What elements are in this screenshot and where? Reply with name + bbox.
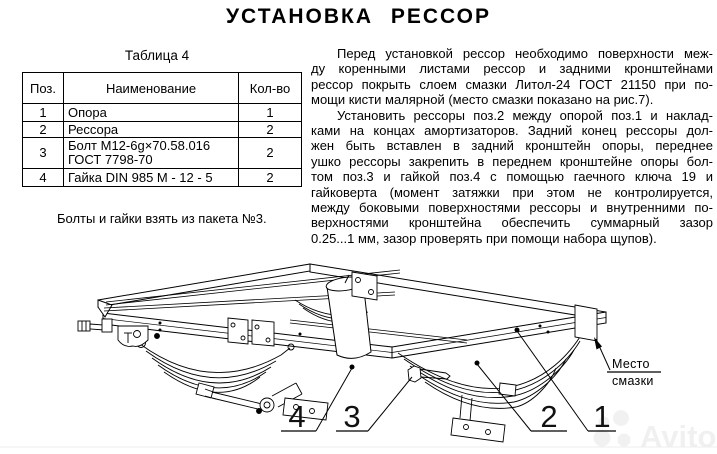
cell-pos: 3: [22, 137, 64, 169]
parts-table: Поз. Наименование Кол-во 1 Опора 1 2 Рес…: [22, 72, 302, 187]
spring-clamp: [498, 382, 517, 397]
table-note: Болты и гайки взять из пакета №3.: [57, 211, 267, 226]
cell-pos: 2: [22, 121, 64, 138]
leaf-spring-right: [397, 327, 589, 422]
leaf-spring-left: [136, 338, 295, 399]
cell-name: Рессора: [63, 121, 239, 138]
cell-name-line2: ГОСТ 7798-70: [68, 152, 153, 167]
table-row: 2 Рессора 2: [22, 121, 302, 138]
spring-rear-bracket: [574, 304, 598, 342]
spring-clamp: [195, 382, 215, 399]
cell-qty: 2: [238, 121, 302, 138]
text-line: между боковыми поверхностями рессоры и в…: [311, 200, 713, 216]
watermark-text: Avito: [640, 419, 716, 454]
spring-front-bracket: [117, 325, 149, 347]
hitch-bolt: [77, 318, 113, 333]
bolt-part3: [407, 365, 451, 383]
frame-brackets: [117, 271, 598, 347]
table-header-row: Поз. Наименование Кол-во: [22, 72, 302, 104]
text-line: гайковерта (момент затяжки при этом не к…: [311, 184, 713, 200]
table-caption: Таблица 4: [124, 48, 190, 63]
shock-top-bracket: [351, 271, 378, 301]
frame: [97, 263, 607, 359]
cell-pos: 4: [22, 168, 64, 187]
instructions-text: Перед установкой рессор необходимо повер…: [311, 46, 713, 246]
rivet-dots: [158, 321, 550, 336]
text-line: верхностями кронштейна обеспечить суммар…: [311, 215, 713, 231]
cell-name: Опора: [63, 103, 239, 122]
callout-1: 1: [514, 327, 616, 434]
callout-4: 4: [281, 364, 355, 434]
text-line: Перед установкой рессор необходимо повер…: [337, 46, 713, 61]
cell-name: Гайка DIN 985 М - 12 - 5: [63, 168, 239, 187]
cell-qty: 2: [238, 168, 302, 187]
assembly-drawing: 4 3 2 1 Мест: [0, 263, 717, 454]
text-line: мощи кисти малярной (место смазки показа…: [311, 92, 654, 108]
cell-qty: 1: [238, 103, 302, 122]
text-line: том поз.3 и гайкой поз.4 с помощью гаечн…: [311, 169, 713, 185]
col-header-qty: Кол-во: [238, 72, 302, 104]
cell-pos: 1: [22, 103, 64, 122]
text-line: рессор покрыть слоем смазки Литол-24 ГОС…: [311, 76, 713, 92]
cell-name: Болт М12-6g×70.58.016 ГОСТ 7798-70: [63, 137, 239, 169]
callout-2: 2: [474, 360, 567, 434]
callout-number: 3: [343, 399, 360, 434]
col-header-name: Наименование: [63, 72, 239, 104]
callout-number: 4: [288, 399, 305, 434]
col-header-pos: Поз.: [22, 72, 64, 104]
text-line: жен быть вставлен в задний кронштейн опо…: [311, 138, 713, 154]
avito-logo-icon: [593, 410, 631, 447]
page-title: УСТАНОВКА РЕССОР: [225, 5, 492, 28]
arrow-icon: [594, 337, 602, 350]
grease-label-line1: Место: [612, 357, 650, 371]
cell-name-line1: Болт М12-6g×70.58.016: [68, 138, 211, 153]
table-row: 1 Опора 1: [22, 103, 302, 122]
text-line: 0.25...1 мм, зазор проверять при помощи …: [311, 230, 657, 246]
cell-qty: 2: [238, 137, 302, 169]
table-row: 3 Болт М12-6g×70.58.016 ГОСТ 7798-70 2: [22, 137, 302, 169]
callout-number: 2: [540, 399, 557, 434]
grease-label: Место смазки: [594, 337, 661, 388]
callout-number: 1: [593, 399, 610, 434]
axle-plates: [282, 397, 506, 443]
avito-watermark: Avito: [593, 410, 716, 454]
callout-3: 3: [336, 376, 413, 434]
table-row: 4 Гайка DIN 985 М - 12 - 5 2: [22, 168, 302, 187]
text-line: ками на концах амортизаторов. Задний кон…: [311, 123, 713, 139]
text-line: ду коренными листами рессор и задними кр…: [311, 61, 713, 77]
grease-label-line2: смазки: [612, 374, 654, 388]
text-line: ушко рессоры закрепить в переднем кроншт…: [311, 153, 713, 169]
callouts: 4 3 2 1: [281, 327, 616, 434]
text-line: Установить рессоры поз.2 между опорой по…: [337, 107, 713, 123]
spring-shackle: [287, 343, 295, 351]
